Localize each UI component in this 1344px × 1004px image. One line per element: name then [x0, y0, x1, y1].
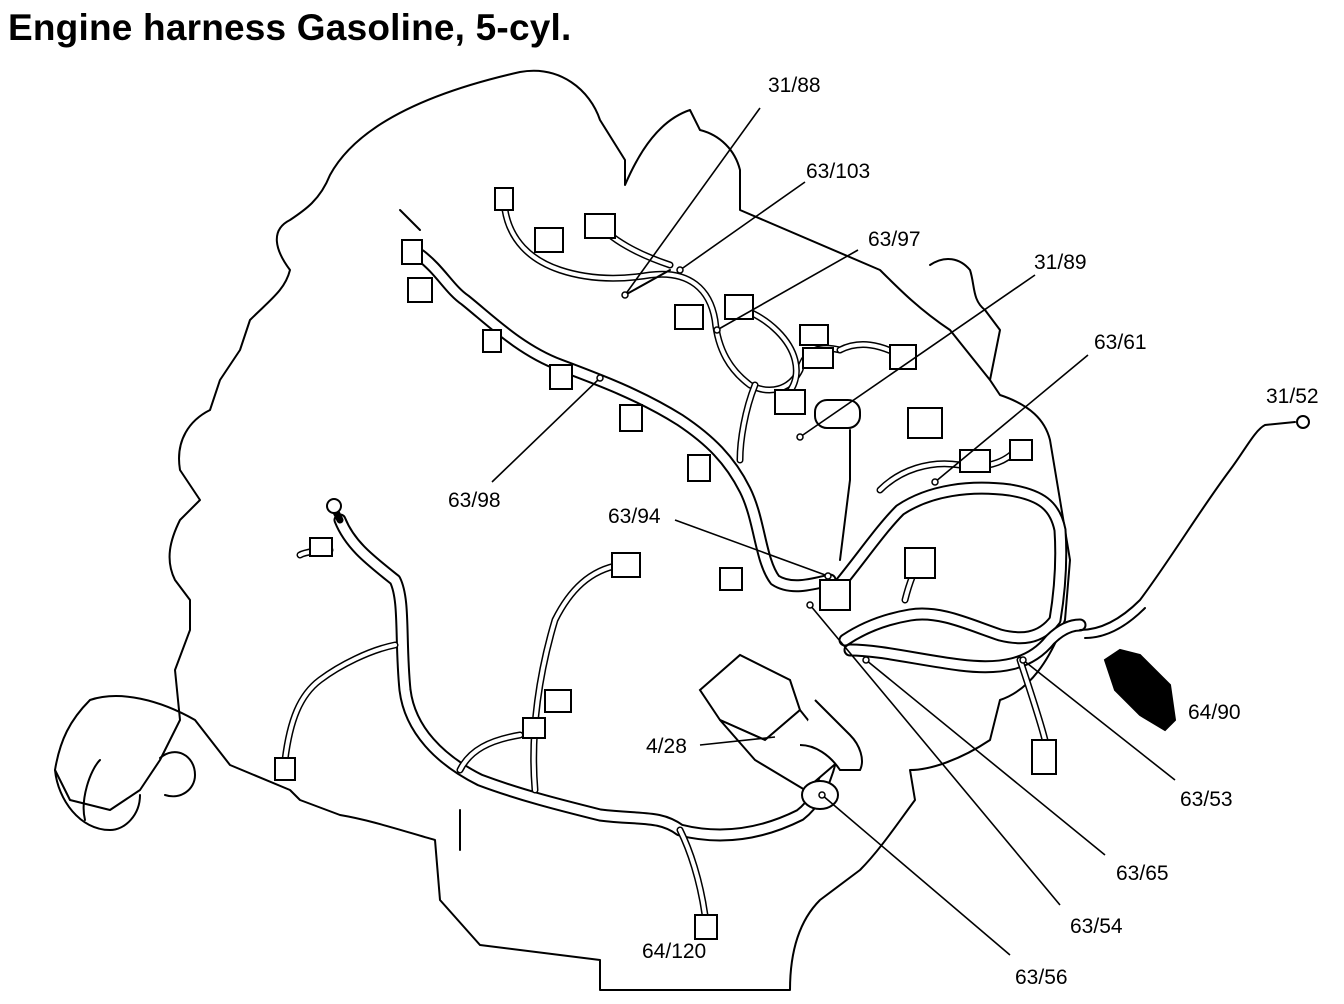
leaders — [491, 107, 1176, 956]
label-63-65: 63/65 — [1116, 862, 1169, 885]
label-63-98: 63/98 — [448, 489, 501, 512]
label-64-90: 64/90 — [1188, 701, 1241, 724]
label-63-53: 63/53 — [1180, 788, 1233, 811]
label-31-88: 31/88 — [768, 74, 821, 97]
injector-harness — [413, 248, 837, 593]
engine-outline — [54, 69, 1071, 991]
label-63-56: 63/56 — [1015, 966, 1068, 989]
label-31-52: 31/52 — [1266, 385, 1319, 408]
ignition-module — [698, 653, 863, 810]
reference-labels: 31/88 63/103 63/97 31/89 63/61 31/52 63/… — [448, 74, 1319, 989]
label-63-103: 63/103 — [806, 160, 870, 183]
lower-harness — [281, 506, 842, 919]
page-title: Engine harness Gasoline, 5-cyl. — [8, 7, 572, 48]
component-64-90 — [1103, 648, 1177, 732]
label-63-61: 63/61 — [1094, 331, 1147, 354]
label-63-94: 63/94 — [608, 505, 661, 528]
connectors — [274, 187, 1310, 940]
label-63-54: 63/54 — [1070, 915, 1123, 938]
label-63-97: 63/97 — [868, 228, 921, 251]
label-64-120: 64/120 — [642, 940, 706, 963]
label-31-89: 31/89 — [1034, 251, 1087, 274]
label-4-28: 4/28 — [646, 735, 687, 758]
